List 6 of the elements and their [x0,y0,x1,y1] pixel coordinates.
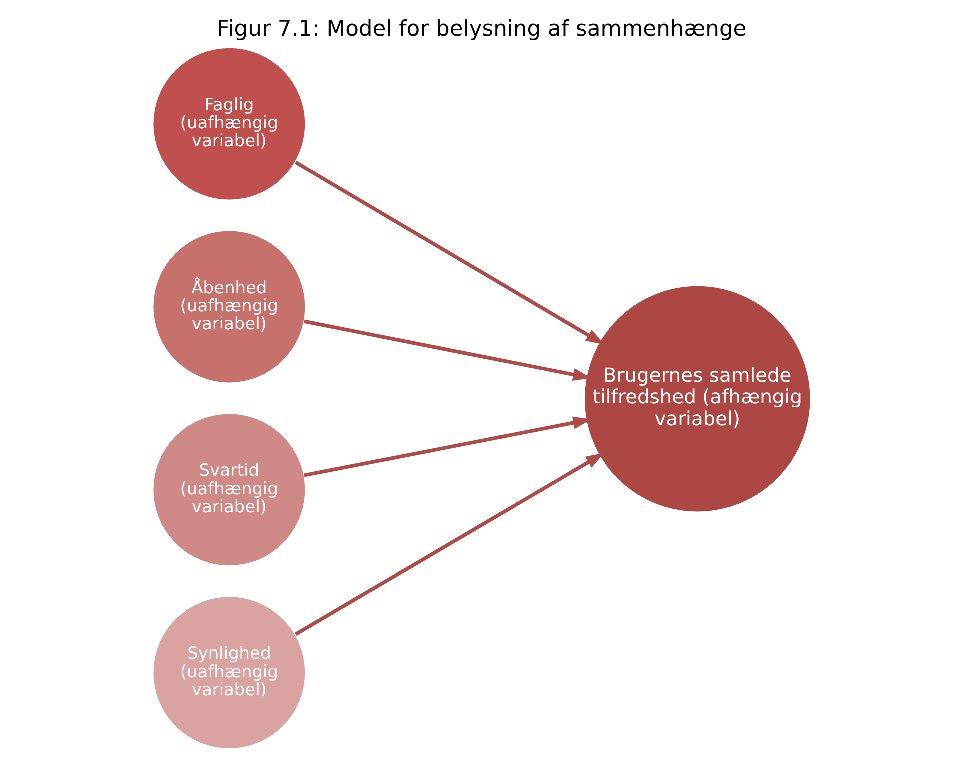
node-circle: Åbenhed (uafhængig variabel) [152,230,306,384]
arrow [294,160,604,344]
node-circle: Synlighed (uafhængig variabel) [152,595,306,750]
node-circle: Faglig (uafhængig variabel) [152,46,306,200]
node-circle: Svartid (uafhængig variabel) [152,412,306,566]
diagram-title: Figur 7.1: Model for belysning af sammenhænge [217,16,747,42]
